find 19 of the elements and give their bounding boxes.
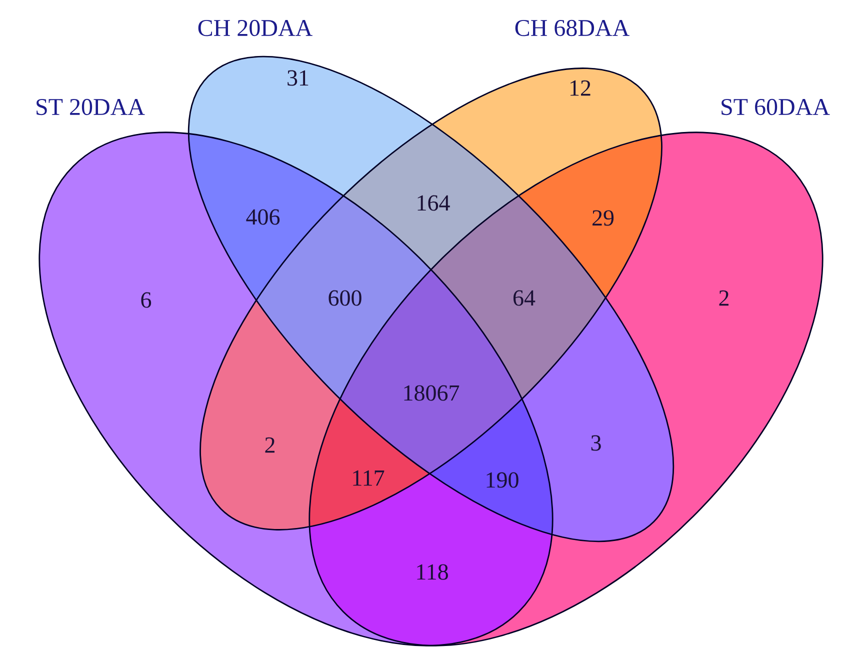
set-label: ST 60DAA <box>722 98 830 116</box>
region-count: 6 <box>141 292 152 308</box>
region-count: 12 <box>570 80 590 96</box>
region-count: 164 <box>418 195 450 211</box>
region-count: 31 <box>288 70 308 86</box>
region-count: 118 <box>417 564 448 580</box>
region-count: 190 <box>486 472 518 488</box>
region-count: 64 <box>514 290 536 306</box>
region-count: 29 <box>592 210 614 226</box>
region-count: 2 <box>719 290 728 306</box>
set-label: ST 20DAA <box>36 98 145 116</box>
region-count: 117 <box>353 470 384 486</box>
region-count: 18067 <box>404 385 460 401</box>
region-count: 2 <box>265 437 274 453</box>
region-count: 600 <box>328 290 362 306</box>
region-count: 3 <box>591 435 601 451</box>
set-label: CH 20DAA <box>198 20 312 36</box>
region-count: 406 <box>246 209 280 225</box>
set-label: CH 68DAA <box>515 20 630 36</box>
